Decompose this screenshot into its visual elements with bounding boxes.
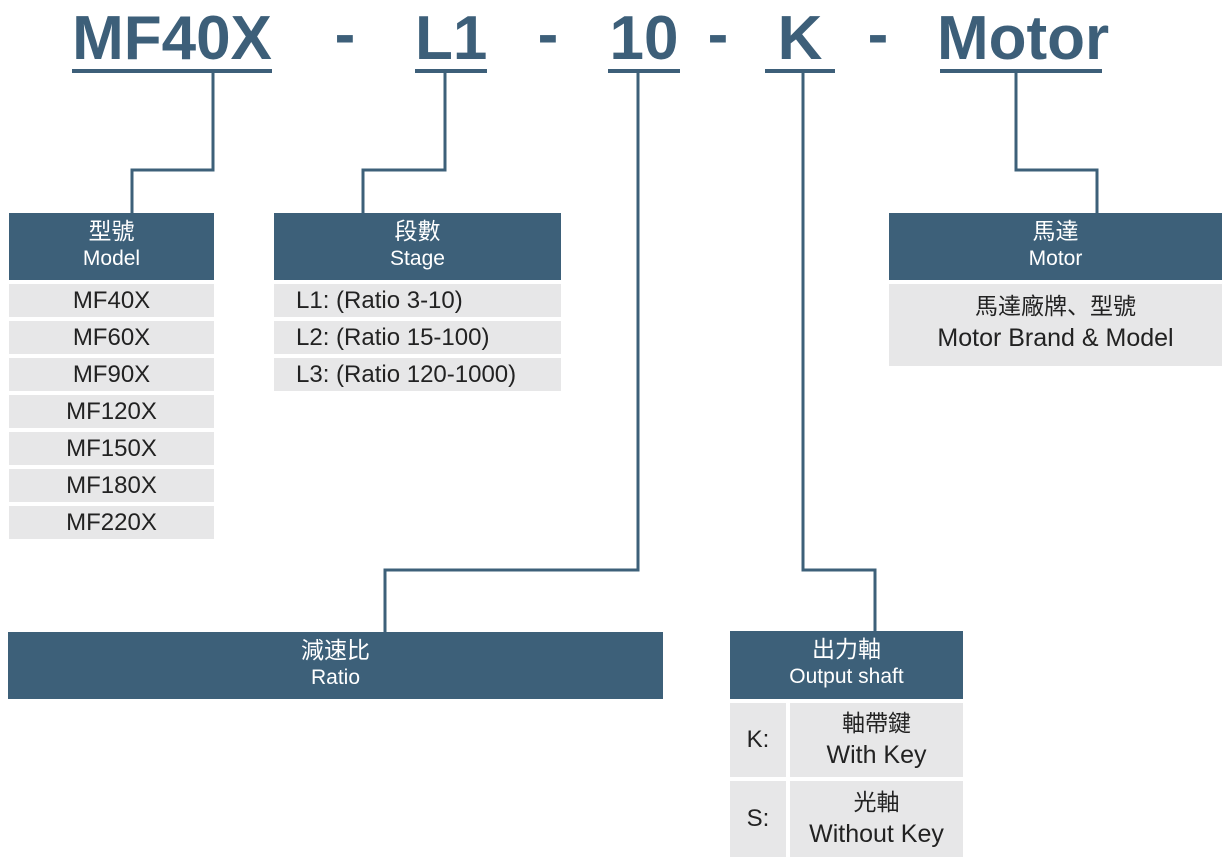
code-separator: -: [334, 0, 356, 69]
model-item: MF220X: [9, 506, 214, 539]
stage-item: L1: (Ratio 3-10): [274, 284, 561, 317]
motor-detail: 馬達廠牌、型號 Motor Brand & Model: [889, 284, 1222, 366]
stage-item: L3: (Ratio 120-1000): [274, 358, 561, 391]
shaft-option-zh: 軸帶鍵: [842, 711, 911, 737]
motor-detail-zh: 馬達廠牌、型號: [975, 294, 1136, 320]
model-item: MF120X: [9, 395, 214, 428]
stage-header: 段數 Stage: [274, 213, 561, 280]
motor-header: 馬達 Motor: [889, 213, 1222, 280]
shaft-connector: [801, 73, 877, 632]
shaft-option-zh: 光軸: [853, 790, 900, 816]
shaft-option-desc: 軸帶鍵 With Key: [790, 703, 963, 777]
code-ratio-underline: [608, 69, 680, 73]
stage-header-en: Stage: [390, 247, 445, 270]
model-item: MF40X: [9, 284, 214, 317]
code-motor: Motor: [937, 4, 1110, 73]
model-header-zh: 型號: [88, 219, 135, 245]
stage-header-zh: 段數: [394, 219, 441, 245]
model-item: MF90X: [9, 358, 214, 391]
shaft-option-desc: 光軸 Without Key: [790, 781, 963, 857]
code-ratio: 10: [609, 4, 679, 73]
code-stage: L1: [415, 4, 488, 73]
shaft-option-en: Without Key: [809, 820, 944, 848]
model-item: MF150X: [9, 432, 214, 465]
stage-item: L2: (Ratio 15-100): [274, 321, 561, 354]
motor-detail-en: Motor Brand & Model: [937, 324, 1174, 352]
shaft-option-key: K:: [730, 703, 786, 777]
model-item: MF180X: [9, 469, 214, 502]
model-header-en: Model: [82, 247, 141, 270]
code-separator: -: [537, 0, 559, 69]
code-motor-underline: [940, 69, 1102, 73]
ratio-header-en: Ratio: [310, 666, 361, 689]
motor-header-zh: 馬達: [1032, 219, 1079, 245]
shaft-option-key: S:: [730, 781, 786, 857]
code-model: MF40X: [72, 4, 272, 73]
motor-connector: [1014, 73, 1099, 214]
shaft-header-en: Output shaft: [789, 665, 904, 688]
code-shaft: K: [777, 4, 823, 73]
ratio-header-zh: 減速比: [301, 638, 370, 664]
code-shaft-underline: [765, 69, 835, 73]
model-header: 型號 Model: [9, 213, 214, 280]
model-connector: [130, 73, 215, 214]
code-stage-underline: [415, 69, 487, 73]
shaft-header-zh: 出力軸: [812, 637, 881, 663]
shaft-option-en: With Key: [826, 741, 927, 769]
stage-connector: [361, 73, 447, 214]
shaft-header: 出力軸 Output shaft: [730, 631, 963, 699]
code-separator: -: [707, 0, 729, 69]
model-item: MF60X: [9, 321, 214, 354]
motor-header-en: Motor: [1028, 247, 1083, 270]
ratio-connector: [383, 73, 640, 632]
code-separator: -: [867, 0, 889, 69]
code-model-underline: [72, 69, 272, 73]
ratio-header: 減速比 Ratio: [8, 632, 663, 699]
